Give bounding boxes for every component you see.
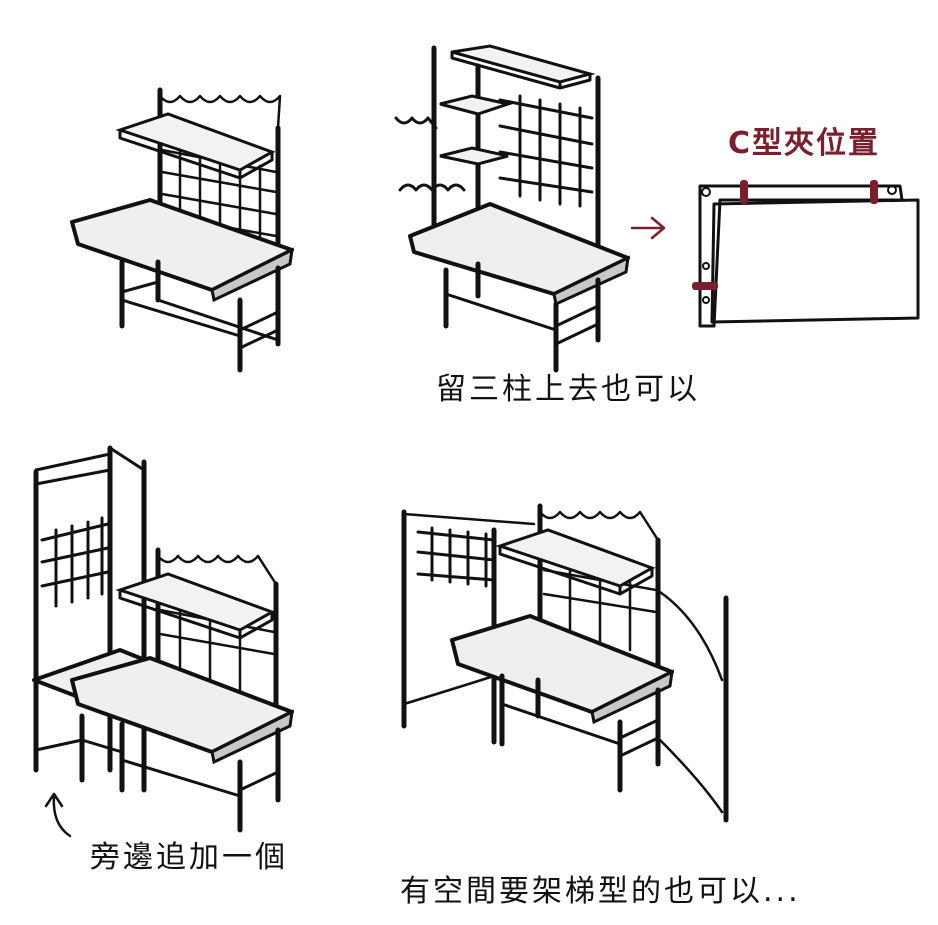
caption-three-posts: 留三柱上去也可以 (436, 372, 700, 407)
clip-mark (692, 282, 718, 290)
desk-sketch-three-posts (394, 44, 630, 373)
clip-mark (740, 180, 748, 204)
desk-sketch-basic (70, 87, 294, 373)
curved-arrow-icon (44, 792, 72, 838)
caption-clip-position: C型夾位置 (728, 126, 881, 161)
desk-sketch-side-addition (32, 445, 294, 833)
caption-side-addition: 旁邊追加一個 (90, 840, 288, 875)
clip-position-diagram (692, 180, 920, 328)
clip-mark (870, 180, 878, 204)
caption-ladder: 有空間要架梯型的也可以... (400, 874, 801, 909)
arrow-right-icon (630, 216, 666, 240)
desk-sketch-ladder (401, 503, 729, 823)
